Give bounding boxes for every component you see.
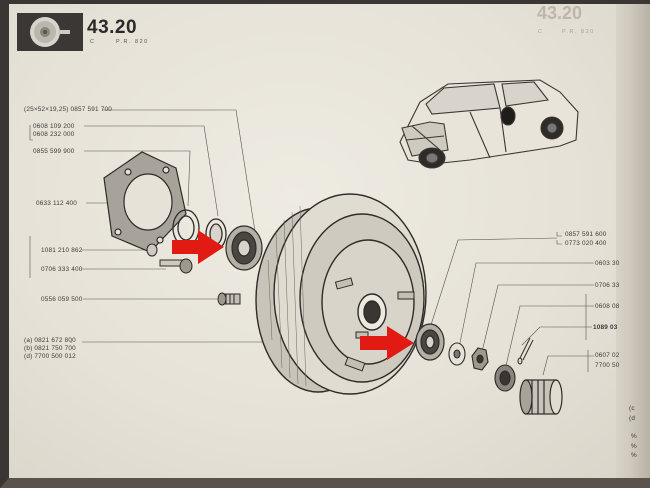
drum-studs [334,277,415,372]
bearing-left [225,225,263,271]
label-bolt: 0706 333 400 [41,266,83,273]
label-plate: 0633 112 400 [36,200,78,207]
page-sub-right: P.R. 820 [116,39,149,45]
leader-lines-left [29,109,301,343]
grease-cap [519,379,563,415]
label-variant-a: (a) 0821 672 800 [24,337,76,344]
margin-mark-pct-3: % [631,452,637,459]
label-stud: 0556 059 500 [41,296,83,303]
margin-mark-pct-2: % [631,443,637,450]
washer-bolt [146,243,193,274]
label-washer: 1081 210 862 [41,247,83,254]
split-pin [517,337,534,365]
label-variant-d: (d) 7700 500 012 [24,353,76,360]
label-bearing-inner-a: 0857 591 600 [565,231,607,238]
next-page-sub-left: C [538,29,544,35]
label-bearing-inner-b: 0773 020 400 [565,240,607,247]
label-lock: 0608 08 [595,303,620,310]
page-number: 43.20 [87,17,138,38]
label-variant-b: (b) 0821 750 700 [24,345,76,352]
label-cap-a: 0607 02 [595,352,620,359]
label-bearing-outer: (25×52×19,25) 0857 591 700 [24,106,112,113]
bearing-right [415,323,445,361]
label-ring: 0855 599 900 [33,148,75,155]
wheel-stud [217,292,241,306]
margin-mark-c: (c [629,405,635,412]
washer-right [448,342,466,366]
page-sub-left: C [90,39,96,45]
backing-plate [103,151,187,253]
red-arrow-icon [360,326,414,360]
label-pin: 1089 03 [593,324,618,331]
red-arrow-icon [172,230,224,264]
nut-lock [494,364,516,392]
label-washer-right: 0603 30 [595,260,620,267]
drum-hatching [267,205,307,387]
label-seal-a: 0608 109 200 [33,123,75,130]
margin-mark-pct-1: % [631,433,637,440]
margin-mark-d: (d [629,415,636,422]
label-nut: 0706 33 [595,282,620,289]
car-illustration-icon [399,79,579,169]
label-seal-b: 0608 232 000 [33,131,75,138]
hub-nut [471,347,489,371]
next-page-number: 43.20 [537,3,583,23]
next-page-sub-right: P.R. 820 [562,29,595,35]
label-cap-b: 7700 50 [595,362,620,369]
next-page-edge [616,0,650,488]
